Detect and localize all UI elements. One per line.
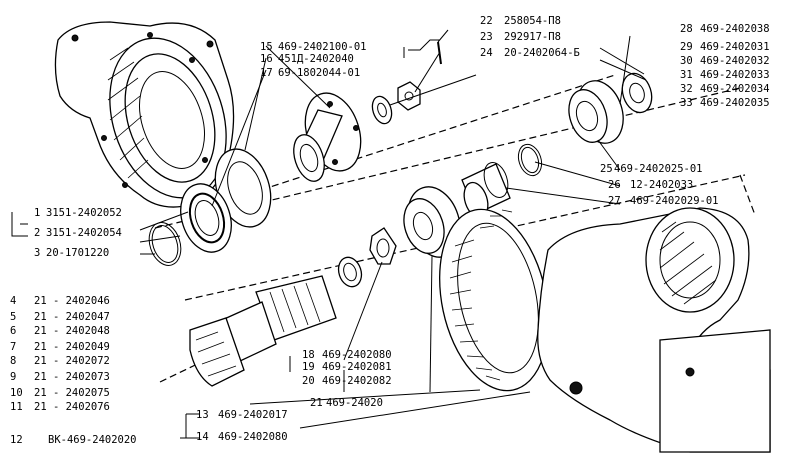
callout-number-22: 22 bbox=[480, 15, 493, 27]
callout-number-29: 29 bbox=[680, 41, 693, 53]
callout-number-8: 8 bbox=[10, 355, 16, 367]
callout-number-27: 27 bbox=[608, 195, 621, 207]
callout-part-number-16: 451Д-2402040 bbox=[278, 53, 354, 65]
callout-part-number-1: 3151-2402052 bbox=[46, 207, 122, 219]
callout-part-number-3: 20-1701220 bbox=[46, 247, 109, 259]
callout-number-18: 18 bbox=[302, 349, 315, 361]
callout-number-3: 3 bbox=[34, 247, 40, 259]
callout-number-17: 17 bbox=[260, 67, 273, 79]
callout-number-14: 14 bbox=[196, 431, 209, 443]
callout-number-26: 26 bbox=[608, 179, 621, 191]
callout-part-number-32: 469-2402034 bbox=[700, 83, 770, 95]
callout-number-12: 12 bbox=[10, 434, 23, 446]
callout-part-number-28: 469-2402038 bbox=[700, 23, 770, 35]
callout-part-number-2: 3151-2402054 bbox=[46, 227, 122, 239]
callout-number-33: 33 bbox=[680, 97, 693, 109]
callout-number-28: 28 bbox=[680, 23, 693, 35]
callout-number-11: 11 bbox=[10, 401, 23, 413]
callout-part-number-21: 469-24020 bbox=[326, 397, 383, 409]
callout-number-24: 24 bbox=[480, 47, 493, 59]
callout-part-number-31: 469-2402033 bbox=[700, 69, 770, 81]
callout-part-number-4: 21 - 2402046 bbox=[34, 295, 110, 307]
oil-seal-and-rings bbox=[148, 148, 272, 266]
callout-part-number-13: 469-2402017 bbox=[218, 409, 288, 421]
leader-lines bbox=[11, 29, 647, 439]
callout-number-6: 6 bbox=[10, 325, 16, 337]
callout-part-number-7: 21 - 2402049 bbox=[34, 341, 110, 353]
callout-number-32: 32 bbox=[680, 83, 693, 95]
outer-bearing bbox=[517, 72, 653, 177]
callout-number-20: 20 bbox=[302, 375, 315, 387]
callout-part-number-33: 469-2402035 bbox=[700, 97, 770, 109]
callout-part-number-12: ВК-469-2402020 bbox=[48, 434, 137, 446]
callout-number-23: 23 bbox=[480, 31, 493, 43]
callout-part-number-9: 21 - 2402073 bbox=[34, 371, 110, 383]
callout-part-number-18: 469-2402080 bbox=[322, 349, 392, 361]
callout-number-30: 30 bbox=[680, 55, 693, 67]
callout-part-number-30: 469-2402032 bbox=[700, 55, 770, 67]
callout-part-number-24: 20-2402064-Б bbox=[504, 47, 580, 59]
callout-part-number-19: 469-2402081 bbox=[322, 361, 392, 373]
companion-flange bbox=[293, 92, 362, 182]
callout-number-1: 1 bbox=[34, 207, 40, 219]
callout-part-number-8: 21 - 2402072 bbox=[34, 355, 110, 367]
callout-part-number-17: 69-1802044-01 bbox=[278, 67, 360, 79]
drive-pinion bbox=[189, 275, 337, 387]
callout-number-19: 19 bbox=[302, 361, 315, 373]
callout-part-number-6: 21 - 2402048 bbox=[34, 325, 110, 337]
callout-part-number-15: 469-2402100-01 bbox=[278, 41, 367, 53]
callout-part-number-27: 469-2402029-01 bbox=[630, 195, 719, 207]
callout-number-31: 31 bbox=[680, 69, 693, 81]
callout-number-2: 2 bbox=[34, 227, 40, 239]
callout-labels: 1 3151-2402052 2 3151-2402054 3 20-1701220 4 21… bbox=[10, 15, 770, 446]
callout-number-15: 15 bbox=[260, 41, 273, 53]
callout-part-number-29: 469-2402031 bbox=[700, 41, 770, 53]
callout-part-number-20: 469-2402082 bbox=[322, 375, 392, 387]
callout-part-number-23: 292917-П8 bbox=[504, 31, 561, 43]
callout-part-number-25: 469-2402025-01 bbox=[614, 163, 703, 175]
callout-number-10: 10 bbox=[10, 387, 23, 399]
callout-number-13: 13 bbox=[196, 409, 209, 421]
shim-set bbox=[337, 227, 397, 288]
differential-carrier bbox=[537, 207, 771, 453]
callout-part-number-10: 21 - 2402075 bbox=[34, 387, 110, 399]
callout-number-21: 21 bbox=[310, 397, 323, 409]
callout-part-number-14: 469-2402080 bbox=[218, 431, 288, 443]
callout-number-5: 5 bbox=[10, 311, 16, 323]
callout-part-number-5: 21 - 2402047 bbox=[34, 311, 110, 323]
callout-part-number-26: 12-2402033 bbox=[630, 179, 693, 191]
callout-number-7: 7 bbox=[10, 341, 16, 353]
callout-number-16: 16 bbox=[260, 53, 273, 65]
washer-nut-pin bbox=[371, 41, 442, 125]
callout-number-4: 4 bbox=[10, 295, 16, 307]
callout-part-number-11: 21 - 2402076 bbox=[34, 401, 110, 413]
callout-part-number-22: 258054-П8 bbox=[504, 15, 561, 27]
callout-number-25: 25 bbox=[600, 163, 613, 175]
callout-number-9: 9 bbox=[10, 371, 16, 383]
